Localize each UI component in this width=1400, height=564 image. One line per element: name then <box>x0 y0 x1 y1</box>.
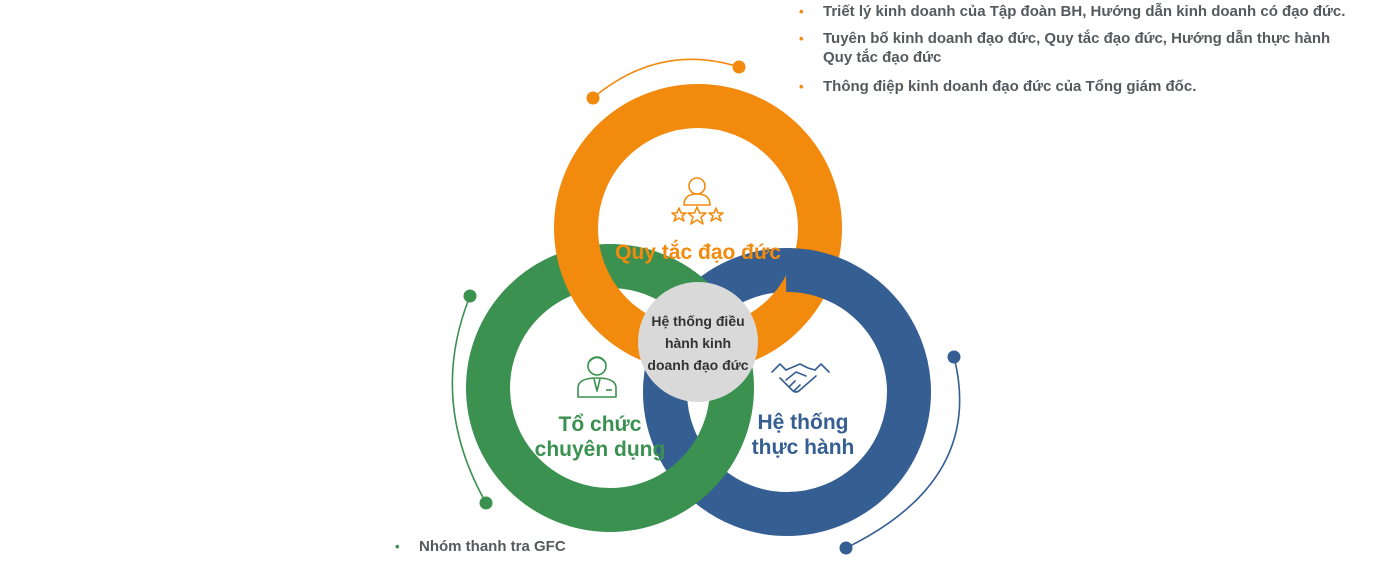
businessman-icon <box>577 356 617 398</box>
orbit-arc-top <box>586 58 746 105</box>
orbit-arc-left <box>451 289 493 510</box>
bullet-item: Nhóm thanh tra GFC <box>393 537 693 556</box>
practice-label-line2: thực hành <box>752 436 855 459</box>
bullet-item: Triết lý kinh doanh của Tập đoàn BH, Hướ… <box>797 2 1357 21</box>
ethics-bullet-list: Triết lý kinh doanh của Tập đoàn BH, Hướ… <box>797 2 1357 104</box>
person-stars-icon <box>671 177 724 225</box>
handshake-icon <box>771 363 830 393</box>
ring-practice-overlap <box>785 248 852 303</box>
center-label-line1: Hệ thống điều <box>651 313 744 329</box>
bullet-item: Tuyên bố kinh doanh đạo đức, Quy tắc đạo… <box>797 29 1357 67</box>
center-label-line2: hành kinh <box>665 335 731 351</box>
organization-label-line1: Tổ chức <box>559 413 642 436</box>
center-label-line3: doanh đạo đức <box>647 357 748 373</box>
organization-label-line2: chuyên dụng <box>535 438 666 461</box>
organization-bullet-list: Nhóm thanh tra GFC <box>393 537 693 564</box>
orbit-arc-right <box>839 350 961 555</box>
practice-label-line1: Hệ thống <box>758 411 849 434</box>
center-circle <box>638 282 758 402</box>
ethics-label: Quy tắc đạo đức <box>615 240 781 264</box>
bullet-item: Thông điệp kinh doanh đạo đức của Tổng g… <box>797 77 1357 96</box>
